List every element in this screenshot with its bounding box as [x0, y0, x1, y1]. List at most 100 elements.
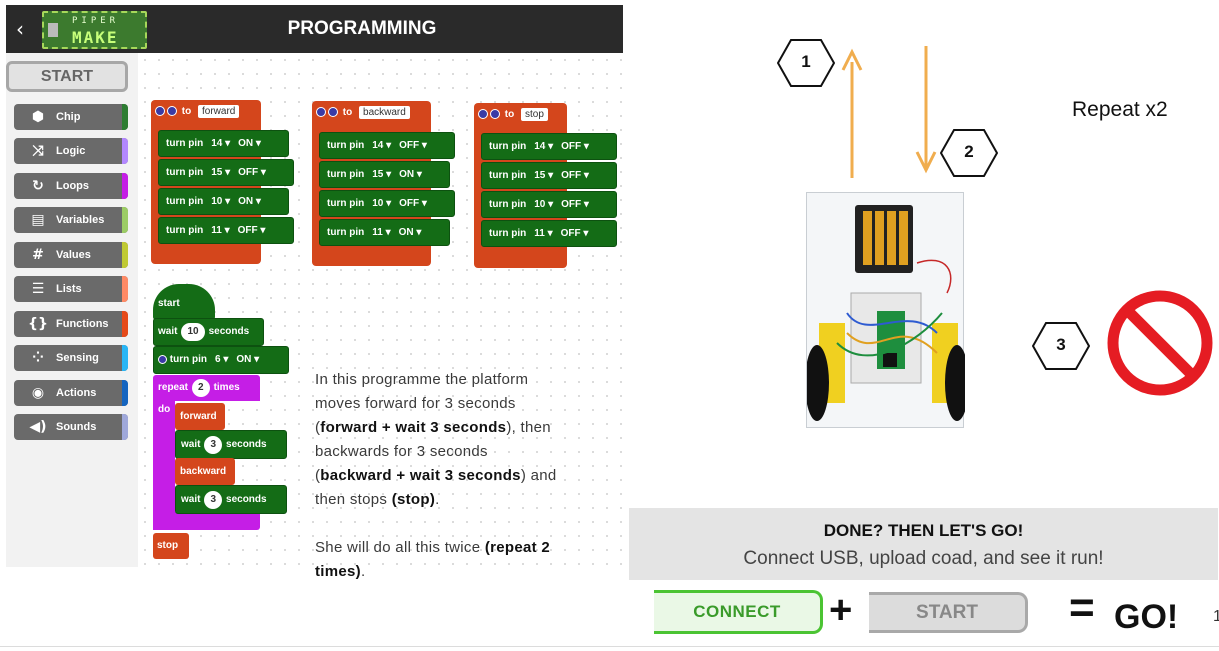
category-label: Chip [56, 111, 81, 123]
text-line: moves forward for 3 seconds [315, 395, 516, 412]
function-name-field[interactable]: backward [359, 106, 410, 119]
start-hat-block[interactable]: start [153, 284, 215, 320]
state-dropdown[interactable]: OFF ▾ [561, 170, 589, 181]
state-dropdown[interactable]: ON ▾ [399, 169, 422, 180]
info-icon[interactable] [158, 354, 167, 364]
text: ( [315, 419, 321, 436]
category-functions[interactable]: {} Functions [14, 311, 128, 337]
bold-text: forward + wait 3 seconds [320, 419, 507, 436]
state-dropdown[interactable]: ON ▾ [238, 138, 261, 149]
block-label: turn pin [489, 170, 527, 181]
text-line: (forward + wait 3 seconds), then [315, 416, 557, 440]
bold-text: (repeat 2 [484, 539, 551, 556]
category-sensing[interactable]: ⁘ Sensing [14, 345, 128, 371]
category-lists[interactable]: ☰ Lists [14, 276, 128, 302]
gear-icon[interactable] [478, 109, 488, 120]
pin-dropdown[interactable]: 14 ▾ [534, 141, 554, 152]
state-dropdown[interactable]: ON ▾ [238, 196, 261, 207]
pin-dropdown[interactable]: 15 ▾ [211, 167, 231, 178]
category-label: Actions [56, 387, 97, 399]
info-icon[interactable] [328, 107, 338, 118]
turn-pin-block[interactable]: turn pin 15 ▾ OFF ▾ [481, 162, 617, 189]
pin-dropdown[interactable]: 14 ▾ [211, 138, 231, 149]
category-chip[interactable]: ⬢ Chip [14, 104, 128, 130]
block-label: times [213, 382, 240, 393]
backward-call-block[interactable]: backward [175, 458, 235, 485]
target-icon: ◉ [31, 385, 45, 401]
state-dropdown[interactable]: OFF ▾ [560, 228, 589, 239]
step-2-hexagon: 2 [939, 128, 999, 178]
gear-icon[interactable] [316, 107, 326, 118]
gear-icon[interactable] [155, 106, 165, 117]
pin-dropdown[interactable]: 11 ▾ [372, 227, 391, 238]
pin-dropdown[interactable]: 11 ▾ [534, 228, 553, 239]
function-name-field[interactable]: forward [198, 105, 240, 118]
step-number: 1 [801, 52, 811, 71]
category-color-bar [122, 207, 128, 233]
category-label: Sensing [56, 352, 99, 364]
category-variables[interactable]: ▤ Variables [14, 207, 128, 233]
pin-dropdown[interactable]: 11 ▾ [211, 225, 230, 236]
category-loops[interactable]: ↻ Loops [14, 173, 128, 199]
state-dropdown[interactable]: OFF ▾ [238, 167, 266, 178]
block-label: start [158, 298, 180, 309]
wait-value-input[interactable]: 3 [204, 436, 223, 454]
up-arrow-icon [841, 48, 863, 178]
pin-dropdown[interactable]: 15 ▾ [534, 170, 554, 181]
block-label: repeat [158, 382, 189, 393]
stop-call-block[interactable]: stop [153, 533, 189, 559]
block-label: do [158, 404, 171, 415]
info-icon[interactable] [167, 106, 177, 117]
start-button[interactable]: START [6, 61, 128, 92]
function-name-field[interactable]: stop [521, 108, 548, 121]
go-label: GO! [1114, 598, 1179, 636]
category-values[interactable]: # Values [14, 242, 128, 268]
state-dropdown[interactable]: ON ▾ [398, 227, 422, 238]
wait-value-input[interactable]: 3 [204, 491, 223, 509]
forward-call-block[interactable]: forward [175, 403, 225, 430]
block-label: turn pin [166, 138, 204, 149]
state-dropdown[interactable]: OFF ▾ [399, 140, 427, 151]
pin-dropdown[interactable]: 10 ▾ [534, 199, 554, 210]
pin-dropdown[interactable]: 14 ▾ [372, 140, 392, 151]
equals-sign: = [1069, 583, 1095, 632]
category-color-bar [122, 311, 128, 337]
repeat-count-input[interactable]: 2 [192, 379, 210, 397]
turn-pin-block[interactable]: turn pin 14 ▾ ON ▾ [158, 130, 289, 157]
step-1-hexagon: 1 [776, 38, 836, 88]
state-dropdown[interactable]: OFF ▾ [237, 225, 266, 236]
pin-dropdown[interactable]: 15 ▾ [372, 169, 392, 180]
connect-button[interactable]: CONNECT [654, 590, 823, 634]
start-button-illustration[interactable]: START [869, 592, 1028, 633]
info-icon[interactable] [490, 109, 500, 120]
category-sounds[interactable]: ◀) Sounds [14, 414, 128, 440]
pin-dropdown[interactable]: 6 ▾ [215, 354, 229, 365]
state-dropdown[interactable]: OFF ▾ [399, 198, 427, 209]
pin-dropdown[interactable]: 10 ▾ [211, 196, 231, 207]
chevron-left-icon[interactable]: ‹ [16, 17, 24, 41]
category-actions[interactable]: ◉ Actions [14, 380, 128, 406]
pin-dropdown[interactable]: 10 ▾ [372, 198, 392, 209]
category-logic[interactable]: ⤨ Logic [14, 138, 128, 164]
state-dropdown[interactable]: OFF ▾ [561, 199, 589, 210]
state-dropdown[interactable]: OFF ▾ [561, 141, 589, 152]
plus-sign: + [829, 588, 853, 632]
state-dropdown[interactable]: ON ▾ [236, 354, 260, 365]
block-label: forward [180, 411, 217, 422]
wait-value-input[interactable]: 10 [181, 323, 205, 341]
